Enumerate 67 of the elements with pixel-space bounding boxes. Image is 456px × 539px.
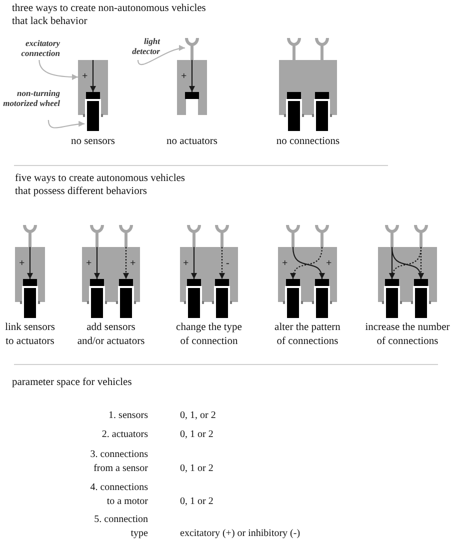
motor-block [185,92,199,99]
parameter-value: 0, 1 or 2 [180,495,214,509]
light-sensor [385,225,399,247]
parameter-name: 4. connections to a motor [89,481,148,509]
motor-block [119,279,133,286]
vehicle-caption: no sensors [70,135,116,149]
parameter-value: 0, 1, or 2 [180,409,216,423]
leader-line [38,60,78,80]
motor-block [315,279,329,286]
vehicle-caption: alter the pattern of connections [274,321,342,349]
callout-label: excitatory connection [8,38,60,60]
motor-block [287,92,301,99]
sign-label: + [86,259,92,269]
parameter-value: 0, 1 or 2 [180,428,214,442]
callout-label: non-turning motorized wheel [2,88,60,120]
light-sensor [315,225,329,247]
light-sensor [187,225,201,247]
connection-arrow [219,247,225,279]
light-sensor [315,38,329,60]
light-sensor [185,38,199,60]
motor-block [187,279,201,286]
motor-block [286,279,300,286]
parameter-value: excitatory (+) or inhibitory (-) [180,527,300,539]
vehicle-caption: increase the number of connections [364,321,451,349]
vehicle-caption: link sensors to actuators [4,321,56,349]
motor-block [414,279,428,286]
callout-label: light detector [116,36,160,60]
light-sensor [287,38,301,60]
connection-arrow [27,247,33,279]
parameter-name: 1. sensors [108,409,148,423]
light-sensor [414,225,428,247]
section-heading: five ways to create autonomous vehicles that possess different behaviors [15,172,186,198]
light-sensor [23,225,37,247]
light-sensor [215,225,229,247]
vehicle-body [177,60,207,115]
light-sensor [119,225,133,247]
motor-block [86,92,100,99]
motor-block [215,279,229,286]
connection-arrow [94,247,100,279]
sign-label: + [326,259,332,269]
connection-arrow [189,60,195,92]
motor-block [23,279,37,286]
light-sensor [90,225,104,247]
parameter-name: 3. connections from a sensor [89,448,148,476]
vehicle-caption: no connections [275,135,341,149]
parameter-value: 0, 1 or 2 [180,462,214,476]
parameter-name: 5. connection type [93,513,148,539]
connection-arrow [191,247,197,279]
sign-label: + [282,259,288,269]
motor-block [385,279,399,286]
sign-label: + [130,259,136,269]
sign-label: + [181,72,187,82]
motor-block [90,279,104,286]
motor-block [315,92,329,99]
parameter-name: 2. actuators [100,428,148,442]
connection-arrow [123,247,129,279]
vehicle-caption: add sensors and/or actuators [76,321,146,349]
sign-label: + [183,259,189,269]
sign-label: - [226,259,230,269]
light-sensor [286,225,300,247]
sign-label: + [82,72,88,82]
section-heading: three ways to create non-autonomous vehicles that lack behavior [12,2,207,28]
vehicle-caption: change the type of connection [175,321,243,349]
connection-arrow [90,60,96,92]
vehicle-caption: no actuators [165,135,219,149]
sign-label: + [19,259,25,269]
section-heading: parameter space for vehicles [12,376,133,389]
